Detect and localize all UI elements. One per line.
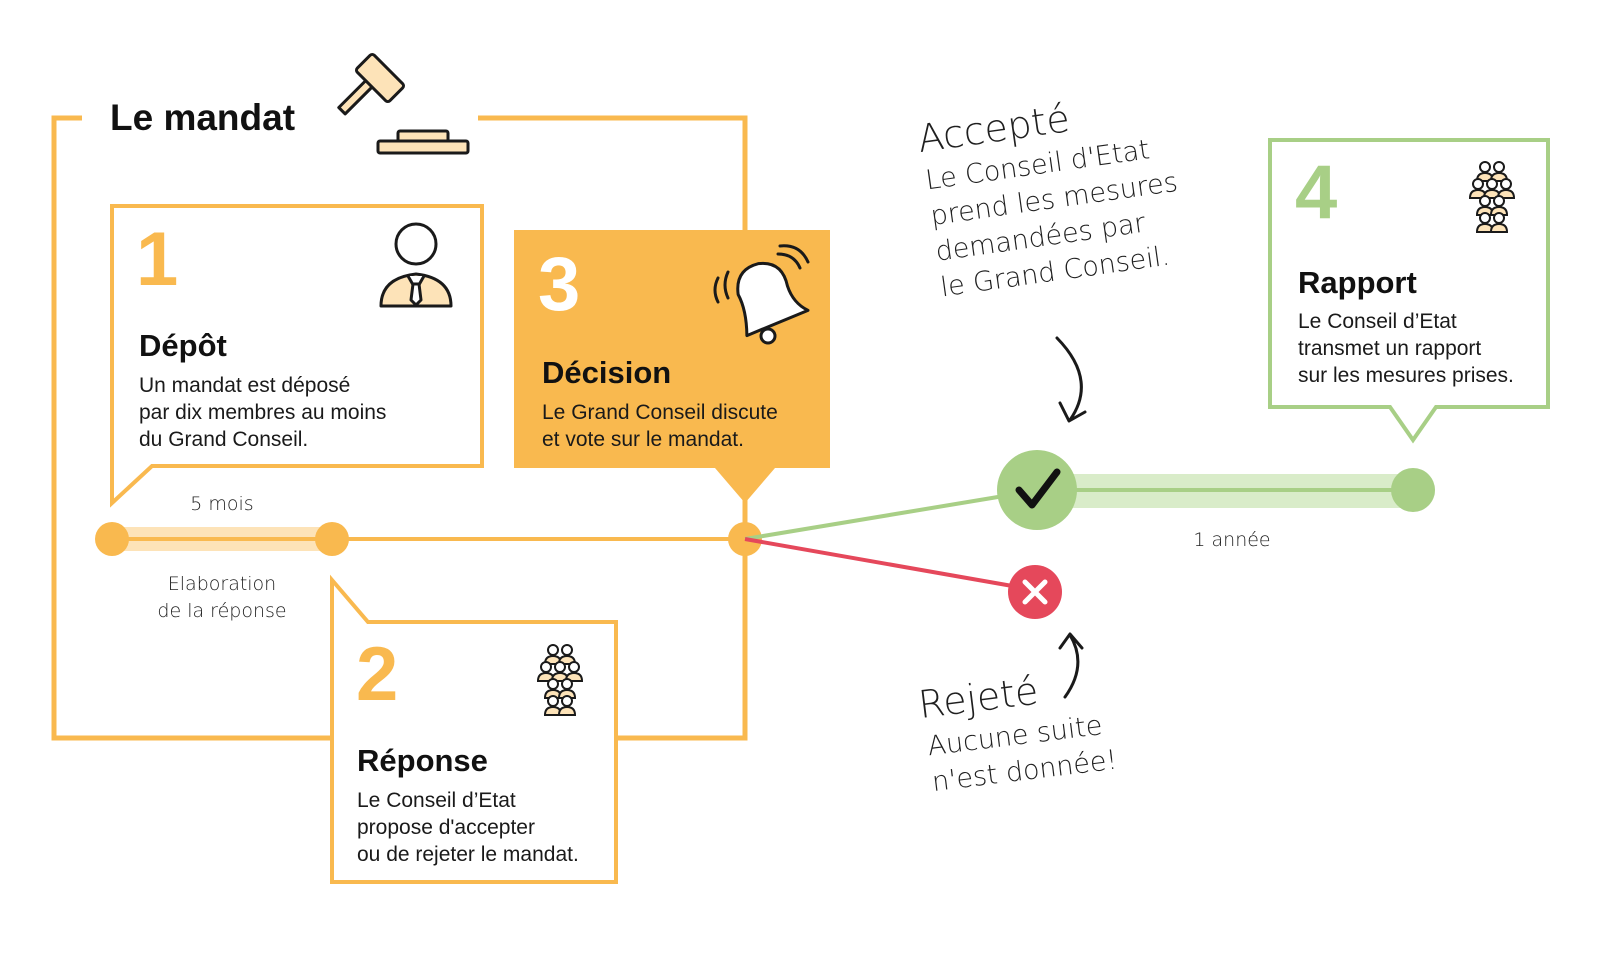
step-3-heading: Décision xyxy=(542,355,671,390)
gavel-icon xyxy=(337,52,470,155)
step-3-line-2: et vote sur le mandat. xyxy=(542,428,744,451)
step-4-heading: Rapport xyxy=(1298,265,1417,300)
report-node xyxy=(1391,468,1435,512)
rejected-branch xyxy=(744,537,1036,592)
rejected-arrow-icon xyxy=(1058,632,1084,699)
timeline-node-start xyxy=(95,522,129,556)
check-icon xyxy=(1015,468,1061,509)
report-delay-label: 1 année xyxy=(1193,529,1270,551)
step-1-number: 1 xyxy=(136,217,178,302)
timeline-node-response xyxy=(315,522,349,556)
step-2-line-2: propose d'accepter xyxy=(357,816,535,839)
diagram-title: Le mandat xyxy=(110,97,295,138)
step-3-number: 3 xyxy=(538,242,580,327)
step-2-box xyxy=(330,574,618,884)
step-1-box xyxy=(110,204,484,508)
step-4-line-1: Le Conseil d’Etat xyxy=(1298,310,1457,333)
close-icon xyxy=(1022,579,1048,605)
crowd-icon xyxy=(1468,161,1516,233)
accepted-branch xyxy=(744,488,1041,541)
phase-label-line-1: Elaboration xyxy=(168,573,276,595)
crowd-icon xyxy=(536,644,584,716)
rejected-annotation: Rejeté Aucune suite n'est donnée! xyxy=(916,669,1119,798)
step-1-line-3: du Grand Conseil. xyxy=(139,428,308,451)
step-1-line-1: Un mandat est déposé xyxy=(139,374,350,397)
rejected-title: Rejeté xyxy=(916,669,1041,727)
duration-label: 5 mois xyxy=(190,493,253,515)
accepted-annotation: Accepté Le Conseil d'Etat prend les mesu… xyxy=(915,96,1180,303)
step-2-heading: Réponse xyxy=(357,743,488,778)
person-icon xyxy=(379,222,453,308)
bell-icon xyxy=(713,244,810,345)
accepted-check-badge xyxy=(997,450,1077,530)
step-3-line-1: Le Grand Conseil discute xyxy=(542,401,778,424)
step-1-line-2: par dix membres au moins xyxy=(139,401,386,424)
step-2-number: 2 xyxy=(356,632,398,717)
step-1-heading: Dépôt xyxy=(139,328,227,363)
step-2-line-1: Le Conseil d’Etat xyxy=(357,789,516,812)
step-2-line-3: ou de rejeter le mandat. xyxy=(357,843,579,866)
phase-label-line-2: de la réponse xyxy=(157,600,286,622)
accepted-arrow-icon xyxy=(1055,336,1087,423)
step-4-line-2: transmet un rapport xyxy=(1298,337,1481,360)
step-4-number: 4 xyxy=(1295,150,1337,235)
step-4-line-3: sur les mesures prises. xyxy=(1298,364,1514,387)
